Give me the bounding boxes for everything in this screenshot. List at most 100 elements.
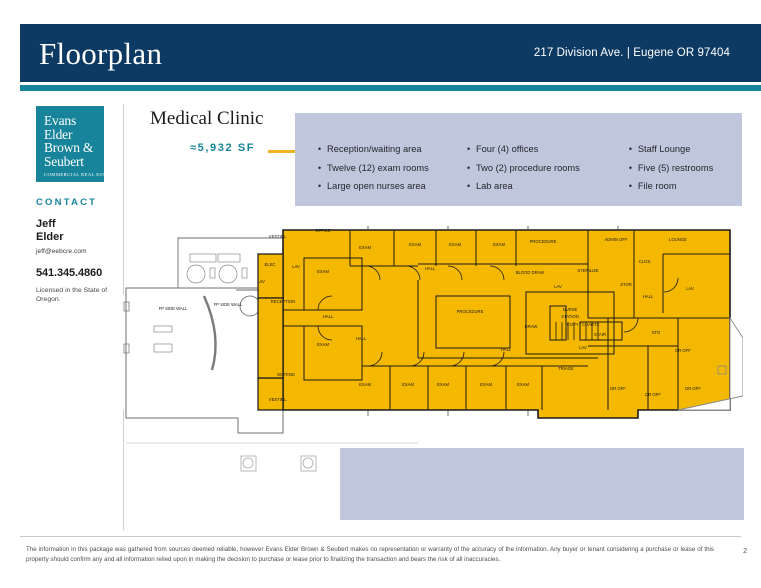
room-label: ELEC [265,262,276,267]
list-item: •Four (4) offices [467,140,629,159]
page-header: Floorplan 217 Division Ave. | Eugene OR … [20,24,761,82]
room-label: EXAM [317,342,329,347]
sidebar-divider-bottom [123,410,124,530]
room-label: EXAM [402,382,414,387]
room-label: LAV [686,286,694,291]
room-label: DR OFF [685,386,701,391]
room-label: EXAM [493,242,505,247]
room-label: PROCEDURE [457,309,484,314]
agent-last-name: Elder [36,230,64,243]
room-label: STO [652,330,661,335]
logo-line-2: Elder [44,126,73,142]
room-label: COPY / CHARTS [567,322,600,327]
room-label: STATION [561,314,579,319]
room-label: FP SIDE WALL [159,306,188,311]
square-feet-label: ≈5,932 SF [190,142,256,154]
room-label: EXAM [449,242,461,247]
room-label: LAV [257,279,265,284]
room-label: DR OFF [675,348,691,353]
room-label: HALL [643,294,654,299]
room-label: EXAM [409,242,421,247]
list-item: • Twelve (12) exam rooms [318,159,467,178]
plan-shaded-suite [257,229,731,419]
room-label: TRIAGE [558,366,574,371]
room-label: LAV [292,264,300,269]
bullet-icon: • [466,162,471,173]
bullet-icon: • [318,162,322,173]
bullet-icon: • [628,144,632,154]
feature-text: Twelve (12) exam rooms [327,162,429,173]
feature-text: Two (2) procedure rooms [475,162,580,173]
room-label: WAITING [277,372,295,377]
room-label: ADMIN OFF [604,237,627,242]
room-label: HALL [501,347,512,352]
logo-tagline: COMMERCIAL REAL ESTATE [44,172,116,177]
feature-text: Reception/waiting area [327,144,422,154]
bullet-icon: • [318,144,322,154]
bullet-icon: • [628,162,632,173]
room-label: VESTIBL. [269,397,287,402]
room-label: STERILIZE [577,268,598,273]
agent-email[interactable]: jeff@eebcre.com [36,248,87,255]
plan-room-labels: VESTIBL. OFFICE ELEC LAV LAV EXAM EXAM EXAM EXAM… [159,228,702,402]
sidebar-divider-top [123,104,124,294]
footer-divider [20,536,741,537]
room-label: EXAM [480,382,492,387]
room-label: VESTIBL. [269,234,287,239]
decorative-panel-bottom [340,448,744,520]
sidebar: Evans Elder Brown & Seubert COMMERCIAL R… [36,106,122,304]
plan-right-exterior [677,316,743,411]
room-label: CLOS. [639,259,652,264]
feature-text: Large open nurses area [327,181,426,191]
page-number: 2 [743,548,747,555]
room-label: DR OFF [645,392,661,397]
license-note: Licensed in the State of Oregon. [36,287,108,303]
room-label: NURSE [563,307,578,312]
room-label: DRAW [525,324,538,329]
room-label: EXAM [317,269,329,274]
room-label: FP SIDE WALL [214,302,243,307]
room-label: EXAM [517,382,529,387]
list-item: • File room [629,177,748,196]
list-item: • Lab area [467,177,629,196]
logo-line-1: Evans [44,113,76,128]
feature-column-3: •Staff Lounge • Five (5) restrooms • File … [629,140,748,196]
bullet-icon: • [628,181,632,191]
connector-line [268,150,304,153]
room-label: EXAM [359,245,371,250]
contact-heading: CONTACT [36,197,98,208]
feature-text: Five (5) restrooms [637,162,714,173]
company-logo: Evans Elder Brown & Seubert COMMERCIAL R… [36,106,116,182]
room-label: DR OFF [610,386,626,391]
bullet-icon: • [466,144,471,154]
bullet-icon: • [466,181,471,191]
room-label: LAV [579,345,587,350]
agent-name: Jeff Elder [36,218,122,243]
plan-interior-walls [283,226,730,416]
room-label: PROCEDURE [530,239,557,244]
feature-list: • Reception/waiting area • Twelve (12) exa… [318,140,748,196]
room-label: EXAM [359,382,371,387]
page-title: Floorplan [39,35,163,71]
feature-text: File room [637,181,677,191]
room-label: HALL [323,314,334,319]
list-item: • Five (5) restrooms [629,159,748,178]
room-label: HALL [425,266,436,271]
agent-first-name: Jeff [36,218,56,230]
room-label: OFFICE [315,228,331,233]
room-label: RECEPTION [271,299,295,304]
room-label: HALL [356,336,367,341]
property-address: 217 Division Ave. | Eugene OR 97404 [533,47,730,59]
agent-phone[interactable]: 541.345.4860 [36,267,103,279]
accent-bar [20,85,761,91]
room-label: LAV [554,284,562,289]
room-label: EXAM [437,382,449,387]
feature-column-2: •Four (4) offices • Two (2) procedure roo… [467,140,629,196]
feature-text: Lab area [475,181,513,191]
disclaimer-text: The information in this package was gath… [26,546,714,563]
list-item: •Staff Lounge [629,140,748,159]
clinic-title: Medical Clinic [150,108,264,129]
list-item: •Large open nurses area [318,177,467,196]
room-label: STAIR [594,332,606,337]
